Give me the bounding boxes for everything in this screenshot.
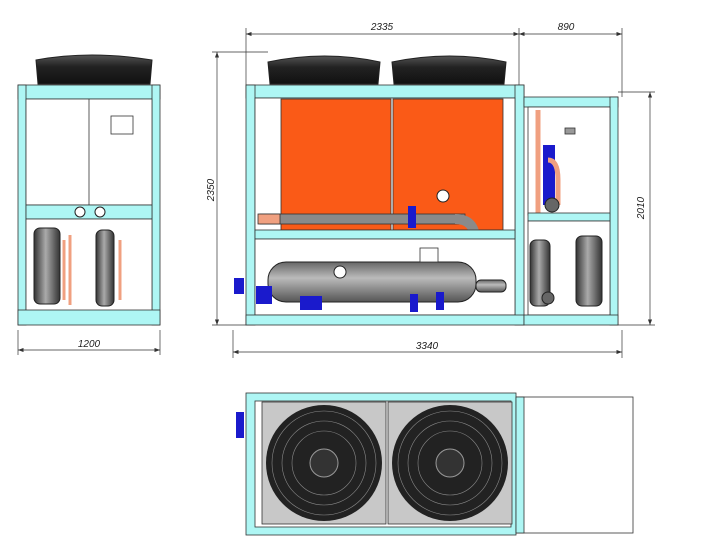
fan-grille-1	[266, 405, 382, 521]
side-left-post	[17, 84, 27, 326]
gauge-icon	[74, 206, 86, 218]
valve	[236, 412, 244, 438]
dim-total-length: 3340	[416, 341, 439, 352]
fan-grille-2	[392, 405, 508, 521]
evaporator-tank	[267, 261, 477, 303]
compressor	[33, 227, 61, 305]
dim-module-height: 2010	[636, 196, 647, 220]
side-base-rail	[17, 309, 161, 326]
dim-main-length: 2335	[370, 22, 394, 33]
module-top	[515, 396, 634, 534]
dim-total-height: 2350	[206, 178, 217, 202]
side-top-rail	[17, 84, 161, 100]
dim-module-length: 890	[558, 22, 575, 33]
front-fan-2	[391, 55, 507, 85]
header-pipe	[259, 213, 466, 225]
front-view	[234, 55, 619, 326]
side-view	[17, 54, 161, 326]
valve	[300, 296, 322, 310]
valve	[436, 292, 444, 310]
side-fan	[35, 54, 153, 85]
valve	[234, 278, 244, 294]
compressor	[95, 229, 115, 307]
valve	[410, 294, 418, 312]
pressure-gauge-icon	[333, 265, 347, 279]
compressor	[529, 239, 551, 307]
side-control-window	[110, 115, 134, 135]
dim-side-width: 1200	[78, 339, 101, 350]
front-fan-1	[267, 55, 381, 85]
condenser-coil-1	[280, 98, 392, 231]
side-right-post	[151, 84, 161, 326]
pressure-gauge-icon	[436, 189, 450, 203]
top-view	[236, 392, 634, 536]
valve	[408, 206, 416, 228]
pump	[256, 286, 272, 304]
compressor	[575, 235, 603, 307]
gauge-icon	[94, 206, 106, 218]
